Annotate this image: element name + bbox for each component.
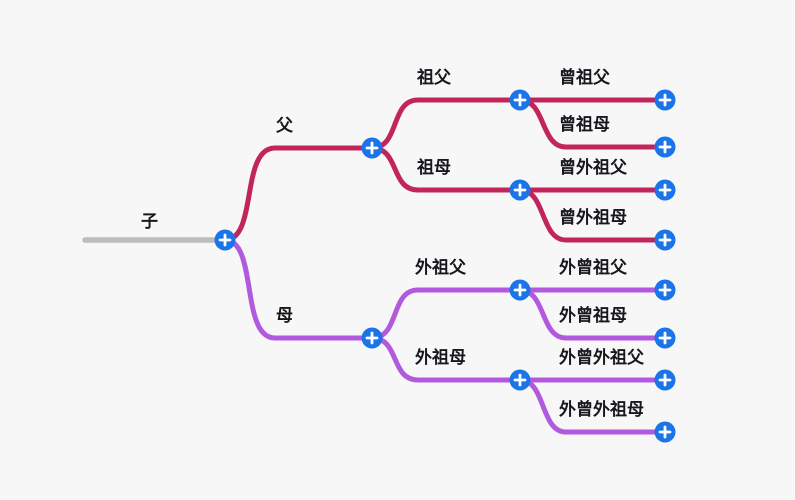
plus-icon <box>658 425 672 439</box>
node-label-grandfather[interactable]: 祖父 <box>417 68 451 87</box>
edge-child-father <box>222 145 375 243</box>
node-label-p-great-m-grandfather[interactable]: 曾外祖父 <box>559 158 627 177</box>
edge-father-grandfather <box>369 97 523 151</box>
plus-icon <box>513 283 527 297</box>
node-label-grandmother[interactable]: 祖母 <box>417 158 451 177</box>
node-label-child[interactable]: 子 <box>141 212 158 231</box>
plus-icon <box>365 331 379 345</box>
plus-icon <box>658 373 672 387</box>
plus-icon <box>365 141 379 155</box>
add-button-mother[interactable] <box>361 327 383 349</box>
add-button-m-great-grandfather[interactable] <box>654 279 676 301</box>
plus-icon <box>658 93 672 107</box>
add-button-p-great-m-grandmother[interactable] <box>654 229 676 251</box>
add-button-m-great-m-grandmother[interactable] <box>654 421 676 443</box>
node-label-father[interactable]: 父 <box>276 116 293 135</box>
add-button-grandfather[interactable] <box>509 89 531 111</box>
add-button-father[interactable] <box>361 137 383 159</box>
plus-icon <box>513 373 527 387</box>
node-label-mother[interactable]: 母 <box>276 306 293 325</box>
add-button-p-great-m-grandfather[interactable] <box>654 179 676 201</box>
plus-icon <box>513 183 527 197</box>
add-button-m-great-grandmother[interactable] <box>654 327 676 349</box>
add-button-grandmother[interactable] <box>509 179 531 201</box>
node-label-p-great-grandfather[interactable]: 曾祖父 <box>559 68 610 87</box>
node-label-p-great-m-grandmother[interactable]: 曾外祖母 <box>559 208 627 227</box>
node-label-m-grandfather[interactable]: 外祖父 <box>415 258 466 277</box>
add-button-m-grandmother[interactable] <box>509 369 531 391</box>
node-label-m-great-grandfather[interactable]: 外曾祖父 <box>559 258 627 277</box>
node-label-m-great-grandmother[interactable]: 外曾祖母 <box>559 306 627 325</box>
plus-icon <box>658 183 672 197</box>
add-button-p-great-grandfather[interactable] <box>654 89 676 111</box>
plus-icon <box>513 93 527 107</box>
node-label-m-great-m-grandmother[interactable]: 外曾外祖母 <box>559 400 644 419</box>
plus-icon <box>218 233 232 247</box>
node-label-m-great-m-grandfather[interactable]: 外曾外祖父 <box>559 348 644 367</box>
plus-icon <box>658 283 672 297</box>
node-label-p-great-grandmother[interactable]: 曾祖母 <box>559 115 610 134</box>
node-label-m-grandmother[interactable]: 外祖母 <box>415 348 466 367</box>
add-button-child[interactable] <box>214 229 236 251</box>
edge-mother-m-grandfather <box>369 287 523 341</box>
add-button-m-grandfather[interactable] <box>509 279 531 301</box>
plus-icon <box>658 140 672 154</box>
add-button-m-great-m-grandfather[interactable] <box>654 369 676 391</box>
plus-icon <box>658 331 672 345</box>
edge-child-mother <box>222 237 375 341</box>
add-button-p-great-grandmother[interactable] <box>654 136 676 158</box>
plus-icon <box>658 233 672 247</box>
